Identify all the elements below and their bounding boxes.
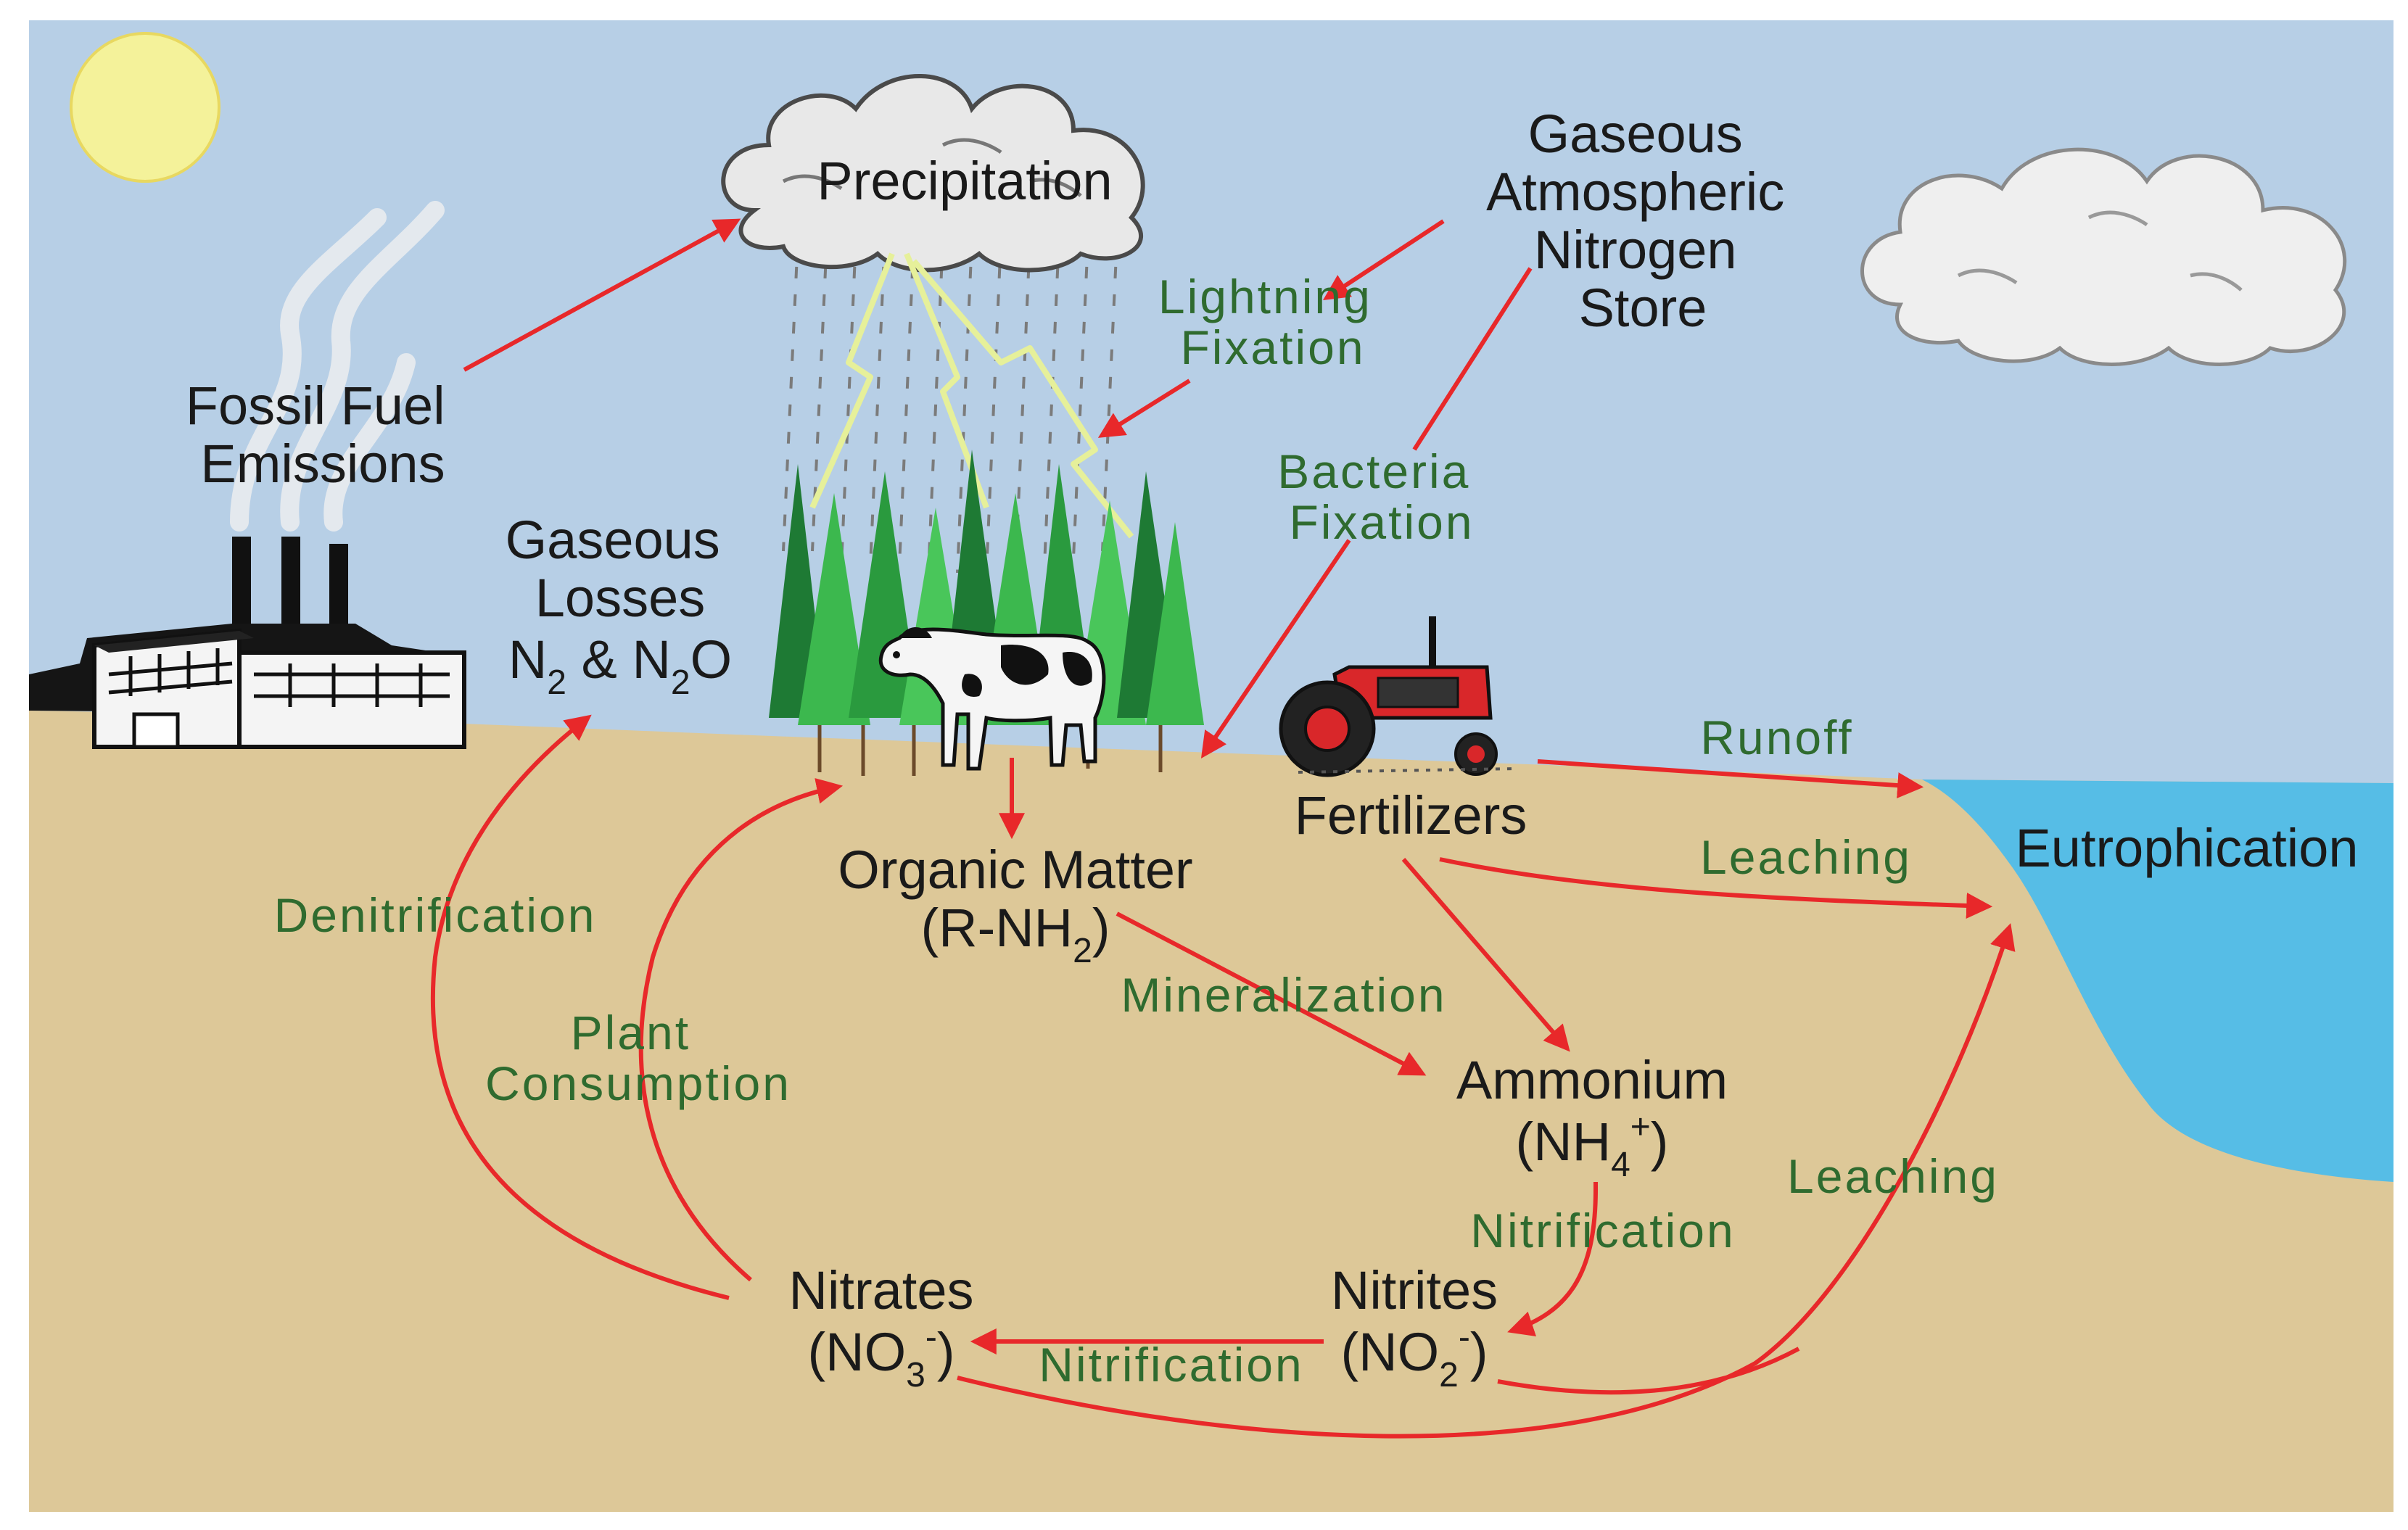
nitrification-right-label: Nitrification: [1470, 1204, 1735, 1257]
fossil-fuel-label: Fossil Fuel Emissions: [186, 376, 460, 494]
gaseous-store-line-4: Store: [1579, 278, 1707, 338]
arrow-store-to-lightning: [1322, 219, 1445, 300]
gaseous-losses-label: Gaseous Losses: [506, 510, 735, 628]
gaseous-store-line-1: Gaseous: [1528, 104, 1743, 164]
bacteria-fixation-line-2: Fixation: [1289, 495, 1474, 549]
organic-sub: 2: [1073, 932, 1092, 970]
runoff-label: Runoff: [1700, 711, 1853, 764]
formula-n2o-tail: O: [690, 629, 733, 690]
ground: [29, 711, 2393, 1512]
bacteria-fixation-label: Bacteria Fixation: [1277, 444, 1485, 549]
flow-arrows: [430, 218, 2016, 1439]
gaseous-store-line-3: Nitrogen: [1534, 220, 1737, 280]
ammonium-open: (NH: [1516, 1112, 1612, 1172]
lightning-fixation-line-1: Lightning: [1158, 270, 1372, 323]
arrow-mineralization: [1116, 911, 1427, 1076]
nitrites-sub: 2: [1439, 1356, 1459, 1394]
arrow-fertilizer-to-ammonium: [1401, 858, 1570, 1052]
cow-icon: [878, 627, 1106, 771]
arrow-runoff: [1537, 759, 1924, 799]
leaching-top-label: Leaching: [1700, 830, 1912, 884]
ammonium-sub: 4: [1611, 1146, 1630, 1184]
fossil-fuel-line-2: Emissions: [200, 434, 445, 494]
ammonium-label: Ammonium: [1456, 1050, 1728, 1110]
lightning-fixation-line-2: Fixation: [1180, 321, 1365, 374]
ammonium-sup: +: [1630, 1108, 1651, 1146]
nitrates-open: (NO: [808, 1322, 907, 1382]
nitrification-bottom-label: Nitrification: [1039, 1338, 1303, 1392]
arrow-denitrification: [430, 714, 730, 1300]
formula-n2: N: [508, 629, 547, 690]
organic-close: ): [1092, 898, 1110, 958]
nitrites-label: Nitrites: [1331, 1260, 1498, 1320]
rain-cloud-icon: [721, 74, 1145, 574]
eutrophication-label: Eutrophication: [2015, 818, 2358, 878]
arrow-leaching-nitrites: [1497, 1347, 1800, 1395]
factory-icon: [29, 537, 466, 749]
nitrates-label: Nitrates: [789, 1260, 974, 1320]
fossil-fuel-line-1: Fossil Fuel: [186, 376, 445, 436]
nitrites-sup: -: [1459, 1318, 1470, 1357]
arrow-leaching-top: [1439, 857, 1993, 919]
gaseous-store-label: Gaseous Atmospheric Nitrogen Store: [1486, 104, 1799, 338]
bacteria-fixation-line-1: Bacteria: [1277, 444, 1470, 498]
nitrites-formula: (NO2-): [1341, 1318, 1488, 1394]
arrow-store-to-bacteria: [1412, 267, 1533, 451]
nitrates-formula: (NO3-): [808, 1318, 955, 1394]
nitrates-sub: 3: [906, 1356, 925, 1394]
formula-n2o-sub: 2: [671, 663, 690, 702]
gaseous-store-line-2: Atmospheric: [1486, 162, 1784, 222]
ammonium-close: ): [1651, 1112, 1669, 1172]
nitrites-close: ): [1470, 1322, 1488, 1382]
leaching-bottom-label: Leaching: [1787, 1149, 1999, 1203]
sun-icon: [70, 32, 220, 183]
nitrites-open: (NO: [1341, 1322, 1440, 1382]
organic-open: (R-NH: [921, 898, 1073, 958]
organic-matter-formula: (R-NH2): [921, 898, 1110, 970]
nitrates-sup: -: [925, 1318, 937, 1357]
arrow-leaching-bottom: [957, 923, 2016, 1439]
plant-consumption-label: Plant Consumption: [485, 1006, 791, 1110]
arrow-lightning-to-forest: [1097, 379, 1191, 438]
fertilizers-label: Fertilizers: [1295, 785, 1527, 845]
gaseous-losses-line-1: Gaseous: [506, 510, 720, 570]
smoke-icon: [230, 201, 445, 532]
ammonium-formula: (NH4+): [1516, 1108, 1669, 1184]
formula-n2-sub: 2: [547, 663, 566, 702]
denitrification-label: Denitrification: [274, 888, 597, 942]
ocean: [1922, 780, 2393, 1182]
lightning-icon: [809, 252, 1134, 539]
arrow-bacteria-to-ground: [1200, 539, 1351, 758]
gaseous-losses-formula: N2 & N2O: [508, 629, 732, 702]
cloud-icon: [1860, 147, 2346, 366]
arrow-nitrification-right: [1507, 1182, 1598, 1336]
gaseous-losses-line-2: Losses: [535, 568, 705, 628]
nitrates-close: ): [937, 1322, 955, 1382]
tractor-icon: [1279, 616, 1517, 777]
organic-matter-label: Organic Matter: [838, 840, 1192, 900]
plant-consumption-line-1: Plant: [571, 1006, 690, 1059]
plant-consumption-line-2: Consumption: [485, 1056, 791, 1110]
precipitation-label: Precipitation: [817, 151, 1112, 211]
arrow-fossil-to-precipitation: [463, 218, 741, 372]
mineralization-label: Mineralization: [1121, 968, 1446, 1022]
formula-amp: & N: [566, 629, 671, 690]
arrow-plant-consumption: [638, 778, 844, 1282]
lightning-fixation-label: Lightning Fixation: [1158, 270, 1388, 374]
